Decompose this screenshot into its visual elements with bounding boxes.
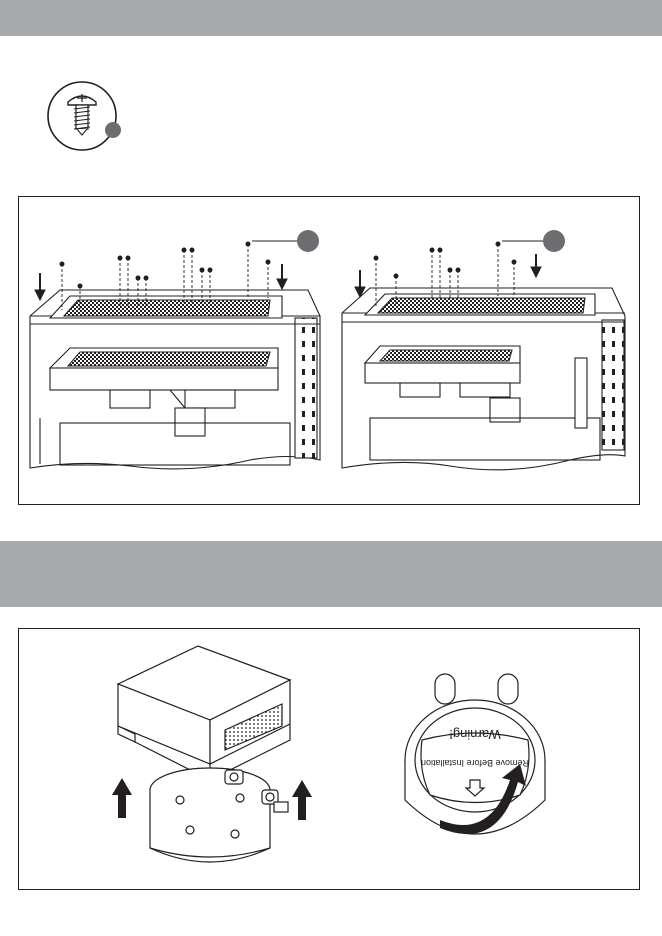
section-header-band-2 (0, 541, 662, 607)
warning-instruction-text: Remove Before Installation (421, 758, 529, 768)
case-right (342, 288, 625, 470)
down-arrow-icon (35, 264, 287, 300)
section-header-band-1 (0, 0, 662, 36)
pump-with-warning-label (405, 674, 545, 834)
screw-icon (44, 78, 124, 158)
case-left (30, 290, 320, 469)
callout-marker-right (502, 230, 565, 252)
pump-cover-illustration: Remove Before Installation Warning! (20, 630, 638, 888)
warning-title-text: Warning! (449, 727, 501, 742)
screw-part-badge (44, 78, 124, 158)
pump-cover (118, 646, 290, 780)
radiator-mount-illustration (20, 198, 638, 503)
pump-body (150, 768, 288, 862)
callout-marker-left (252, 230, 319, 252)
